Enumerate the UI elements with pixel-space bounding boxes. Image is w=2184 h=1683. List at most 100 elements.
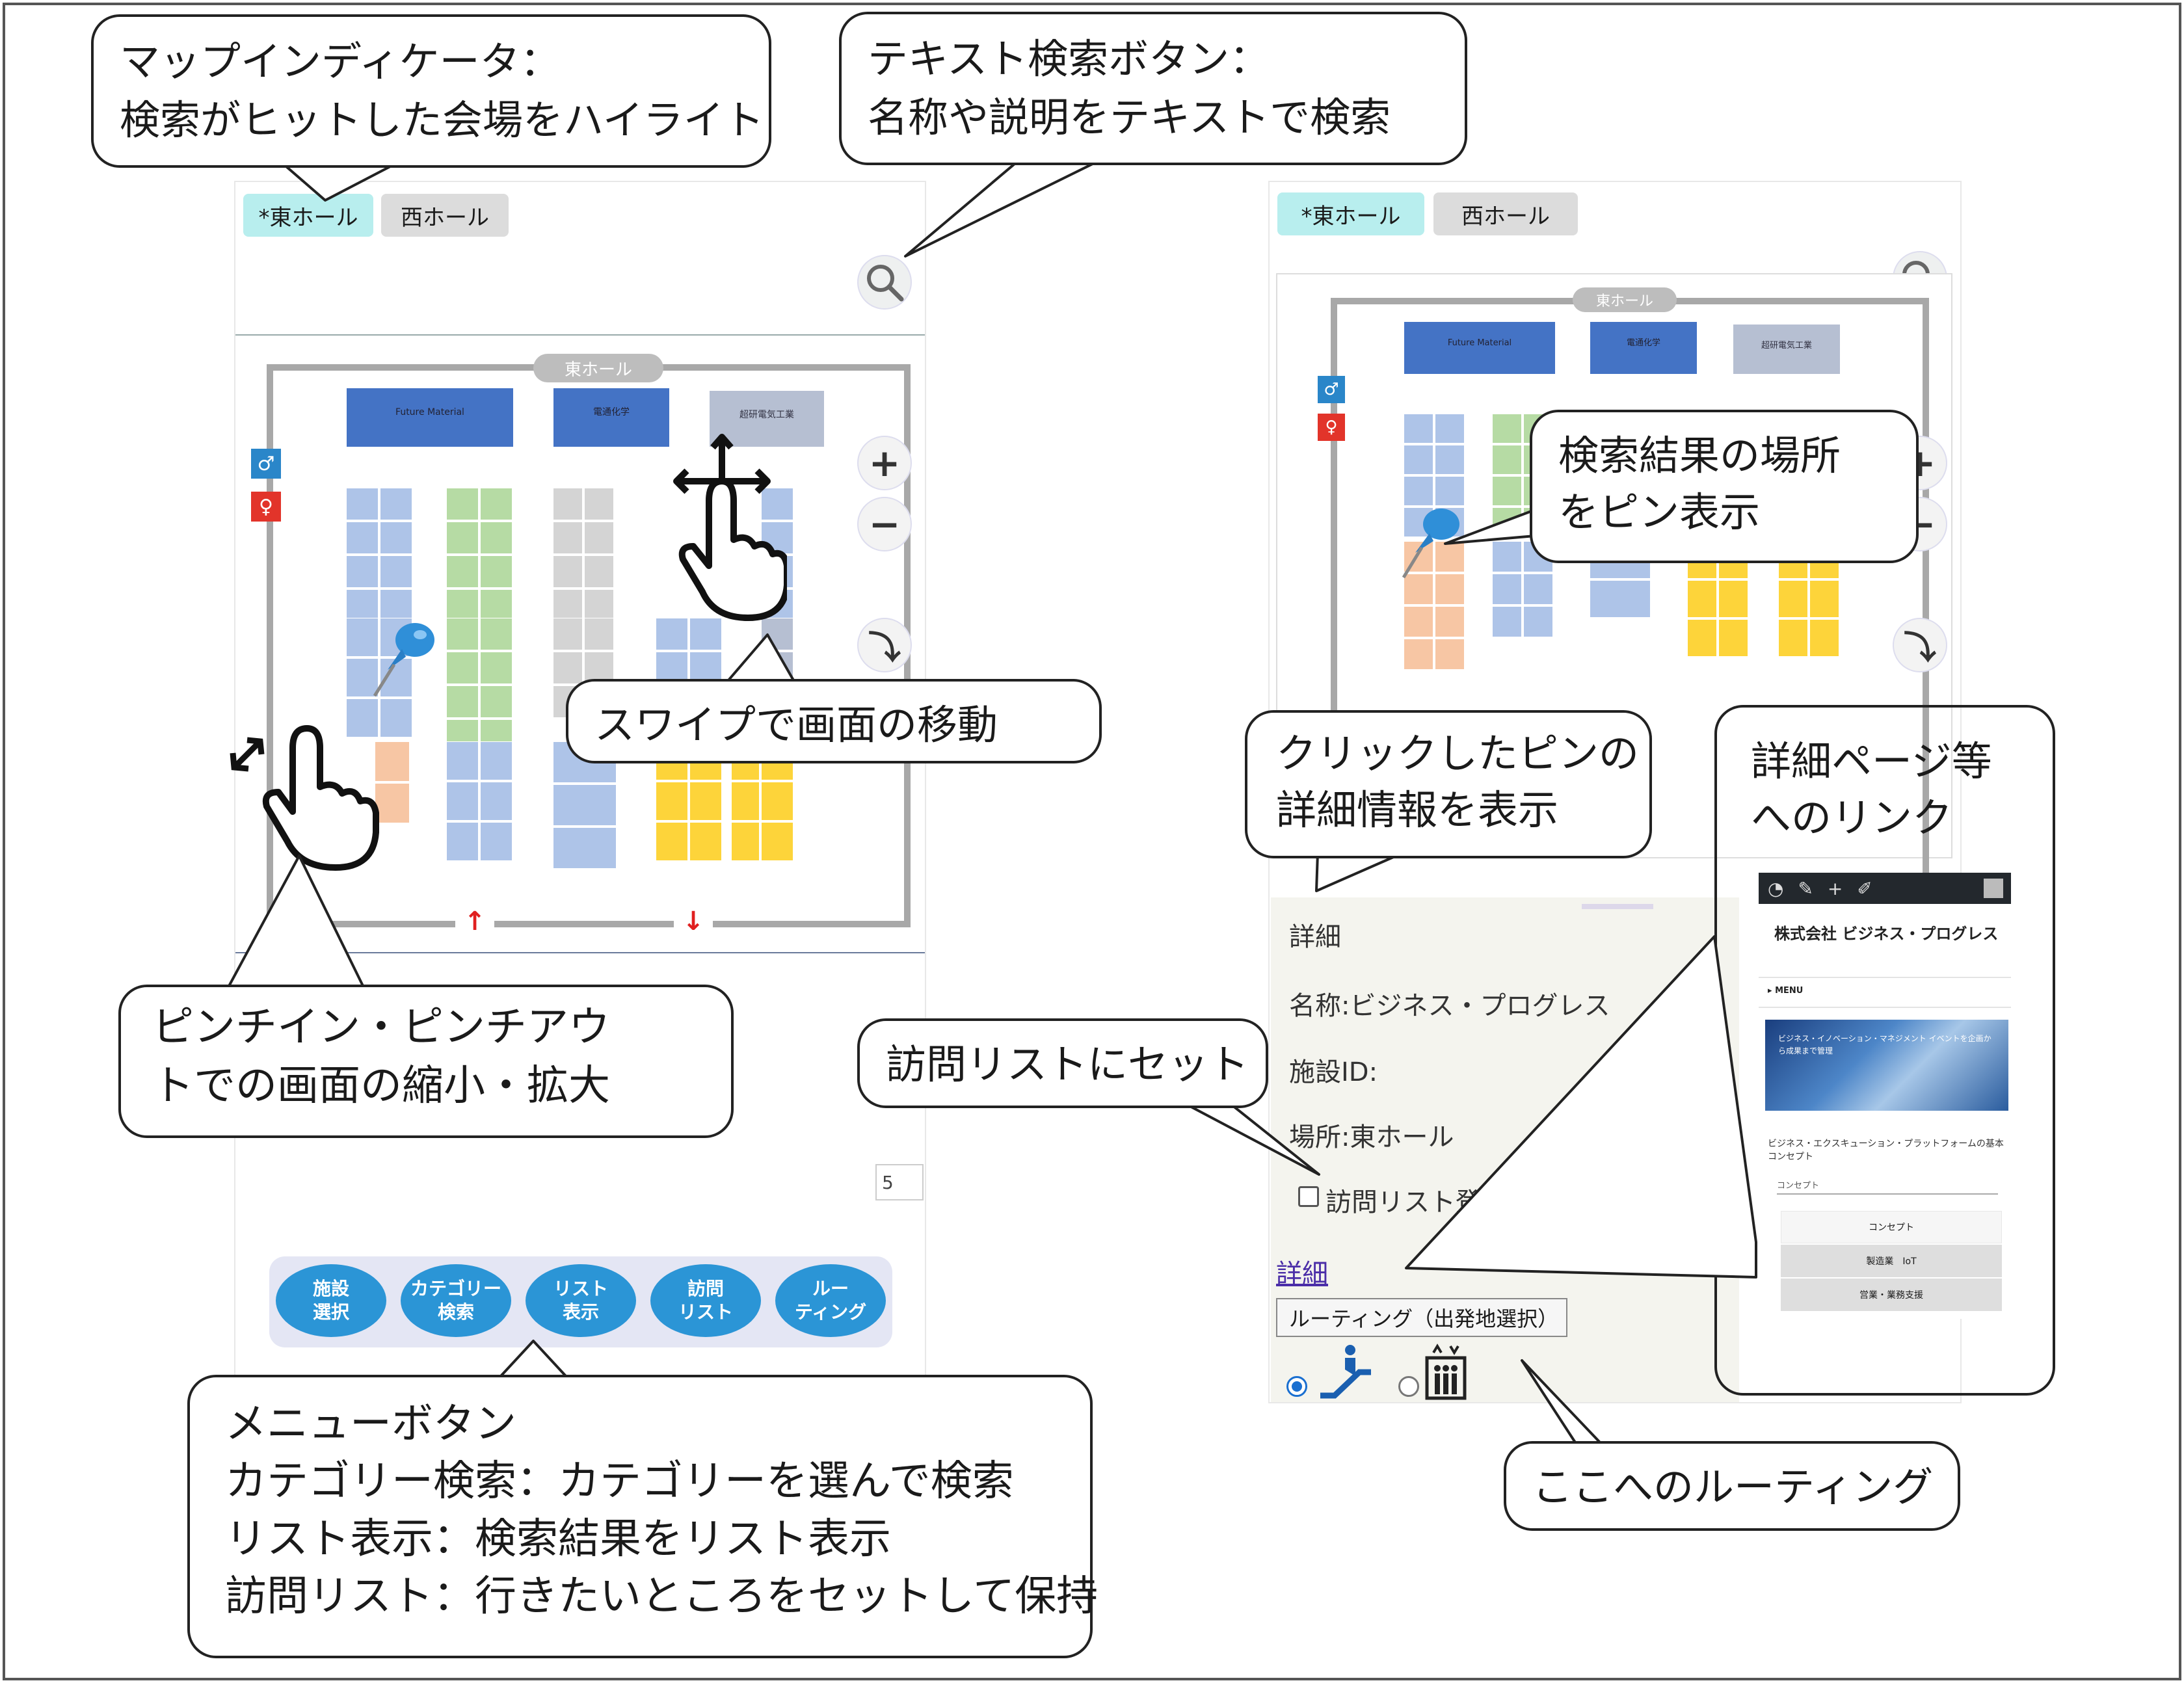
booth-future-material[interactable]: Future Material <box>346 388 514 447</box>
booth[interactable] <box>480 555 513 588</box>
booth[interactable] <box>553 555 583 588</box>
website-preview[interactable]: ◔✎+✐ 株式会社 ビジネス・プログレス ▸ MENU ビジネス・イノベーション… <box>1759 873 2011 1319</box>
booth[interactable] <box>446 522 479 554</box>
booth[interactable] <box>689 618 722 650</box>
booth[interactable] <box>380 488 412 520</box>
booth[interactable] <box>1435 639 1465 670</box>
booth[interactable] <box>380 589 412 622</box>
booth[interactable] <box>761 488 793 520</box>
booth[interactable] <box>1492 476 1522 506</box>
booth[interactable] <box>553 784 617 826</box>
booth[interactable] <box>584 555 614 588</box>
booth[interactable] <box>761 782 793 821</box>
booth[interactable] <box>1590 580 1651 618</box>
booth[interactable] <box>446 782 479 821</box>
menu-visit-list-button[interactable]: 訪問 リスト <box>650 1264 761 1337</box>
booth-dentsu[interactable]: 電通化学 <box>1590 321 1698 375</box>
elevator-radio[interactable] <box>1398 1376 1419 1397</box>
booth[interactable] <box>656 652 688 684</box>
booth[interactable] <box>346 488 379 520</box>
booth[interactable] <box>1404 574 1433 605</box>
search-result-pin-icon[interactable] <box>1398 505 1470 583</box>
rotate-button[interactable]: ⤵ <box>1893 618 1947 672</box>
booth[interactable] <box>656 618 688 650</box>
booth-future-material[interactable]: Future Material <box>1404 321 1556 375</box>
booth[interactable] <box>480 741 513 780</box>
tab-east-hall[interactable]: *東ホール <box>243 194 373 237</box>
booth[interactable] <box>1778 580 1808 618</box>
booth[interactable] <box>1523 606 1553 637</box>
booth[interactable] <box>1435 574 1465 605</box>
booth[interactable] <box>584 488 614 520</box>
booth[interactable] <box>553 589 583 622</box>
booth[interactable] <box>1435 541 1465 572</box>
detail-link[interactable]: 詳細 <box>1276 1259 1328 1289</box>
booth[interactable] <box>375 741 410 782</box>
booth[interactable] <box>446 618 479 650</box>
booth[interactable] <box>731 782 760 821</box>
booth[interactable] <box>1435 445 1465 475</box>
routing-start-select-button[interactable]: ルーティング（出発地選択） <box>1276 1298 1567 1337</box>
booth[interactable] <box>446 685 479 718</box>
booth[interactable] <box>380 698 412 737</box>
tab-west-hall[interactable]: 西ホール <box>1433 192 1578 235</box>
booth[interactable] <box>346 658 379 697</box>
menu-routing-button[interactable]: ルー ティング <box>775 1264 886 1337</box>
booth[interactable] <box>1435 476 1465 506</box>
website-list-item[interactable]: 製造業 IoT <box>1781 1245 2002 1277</box>
booth[interactable] <box>1718 580 1748 618</box>
website-menu-toggle[interactable]: ▸ MENU <box>1768 986 1804 996</box>
booth[interactable] <box>446 652 479 684</box>
booth[interactable] <box>1404 445 1433 475</box>
booth[interactable] <box>553 652 583 684</box>
booth[interactable] <box>1778 619 1808 657</box>
booth[interactable] <box>480 522 513 554</box>
booth[interactable] <box>553 522 583 554</box>
booth[interactable] <box>1523 574 1553 605</box>
level-input[interactable]: 5 <box>875 1164 924 1200</box>
tab-east-hall[interactable]: *東ホール <box>1277 192 1424 235</box>
booth[interactable] <box>1687 619 1717 657</box>
booth[interactable] <box>553 488 583 520</box>
booth[interactable] <box>553 618 583 650</box>
booth[interactable] <box>584 618 614 650</box>
booth[interactable] <box>1809 619 1839 657</box>
booth[interactable] <box>1492 507 1522 537</box>
booth[interactable] <box>656 822 688 861</box>
booth[interactable] <box>1404 606 1433 637</box>
website-list-item[interactable]: コンセプト <box>1781 1211 2002 1243</box>
booth-dentsu[interactable]: 電通化学 <box>553 388 670 447</box>
booth[interactable] <box>1404 414 1433 444</box>
booth[interactable] <box>480 685 513 718</box>
booth[interactable] <box>480 782 513 821</box>
visit-list-checkbox[interactable] <box>1298 1186 1319 1207</box>
tab-west-hall[interactable]: 西ホール <box>381 194 509 237</box>
booth[interactable] <box>1492 541 1522 572</box>
booth[interactable] <box>584 589 614 622</box>
booth[interactable] <box>656 782 688 821</box>
booth[interactable] <box>1809 580 1839 618</box>
zoom-in-button[interactable]: + <box>857 436 912 490</box>
search-result-pin-icon[interactable] <box>368 618 446 702</box>
booth[interactable] <box>346 618 379 657</box>
booth[interactable] <box>1404 639 1433 670</box>
website-list-item[interactable]: 営業・業務支援 <box>1781 1279 2002 1311</box>
booth[interactable] <box>689 782 722 821</box>
rotate-button[interactable]: ⤵ <box>857 618 912 672</box>
booth-choken[interactable]: 超研電気工業 <box>709 390 825 447</box>
left-floor-map[interactable]: 東ホール Future Material 電通化学 超研電気工業 ♂ ♀ ↑ ↓ <box>247 345 924 943</box>
booth[interactable] <box>1492 414 1522 444</box>
booth[interactable] <box>761 522 793 554</box>
zoom-out-button[interactable]: − <box>857 497 912 551</box>
booth[interactable] <box>480 822 513 861</box>
booth[interactable] <box>446 741 479 780</box>
search-button[interactable] <box>857 255 912 310</box>
booth[interactable] <box>689 822 722 861</box>
booth[interactable] <box>731 822 760 861</box>
booth[interactable] <box>1718 619 1748 657</box>
booth[interactable] <box>553 827 617 869</box>
escalator-radio[interactable] <box>1286 1376 1307 1397</box>
booth[interactable] <box>480 618 513 650</box>
booth[interactable] <box>480 652 513 684</box>
booth[interactable] <box>346 698 379 737</box>
